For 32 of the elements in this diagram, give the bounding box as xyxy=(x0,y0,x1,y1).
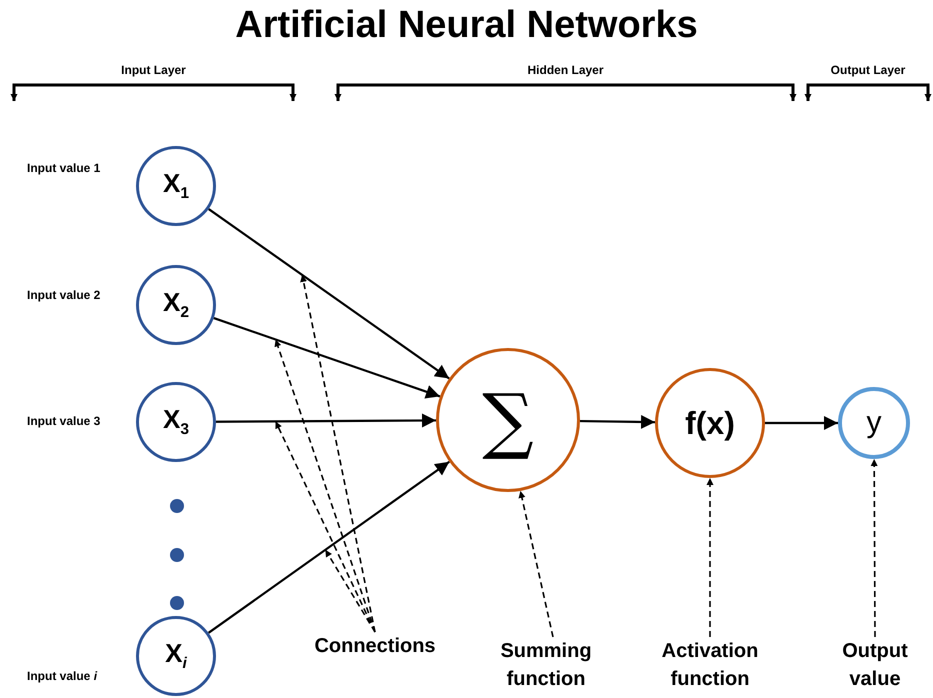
output-value-label: Output value xyxy=(825,637,925,693)
summing-node: ∑ xyxy=(436,348,580,492)
input-value-label: Input value i xyxy=(27,669,98,683)
input-node: X$_{1}$ xyxy=(136,146,216,226)
arrow xyxy=(208,208,450,380)
arrow xyxy=(213,317,440,398)
output-node: y xyxy=(838,387,910,459)
arrow xyxy=(580,414,656,429)
leader-line xyxy=(324,549,376,632)
connections-label: Connections xyxy=(305,632,445,660)
leader-line xyxy=(706,478,714,637)
input-value-label: Input value 2 xyxy=(27,288,100,302)
input-value-label: Input value 1 xyxy=(27,161,100,175)
leader-line xyxy=(274,421,376,632)
activation-node: f(x) xyxy=(655,368,765,478)
leader-line xyxy=(518,490,554,638)
arrow xyxy=(216,414,436,428)
title: Artificial Neural Networks xyxy=(234,4,699,47)
arrow xyxy=(765,416,838,430)
leader-line xyxy=(300,274,376,632)
arrow xyxy=(208,460,450,634)
summing-function-label: Summing function xyxy=(481,637,611,693)
activation-function-label: Activation function xyxy=(645,637,775,693)
input-value-label: Input value 3 xyxy=(27,414,100,428)
layer-label: Input Layer xyxy=(121,63,186,77)
leader-line xyxy=(274,339,376,632)
input-node: X$_{2}$ xyxy=(136,265,216,345)
layer-label: Output Layer xyxy=(830,63,906,77)
input-node: X$_{i}$ xyxy=(136,616,216,696)
input-node: X$_{3}$ xyxy=(136,382,216,462)
layer-label: Hidden Layer xyxy=(527,63,604,77)
leader-line xyxy=(870,459,878,637)
